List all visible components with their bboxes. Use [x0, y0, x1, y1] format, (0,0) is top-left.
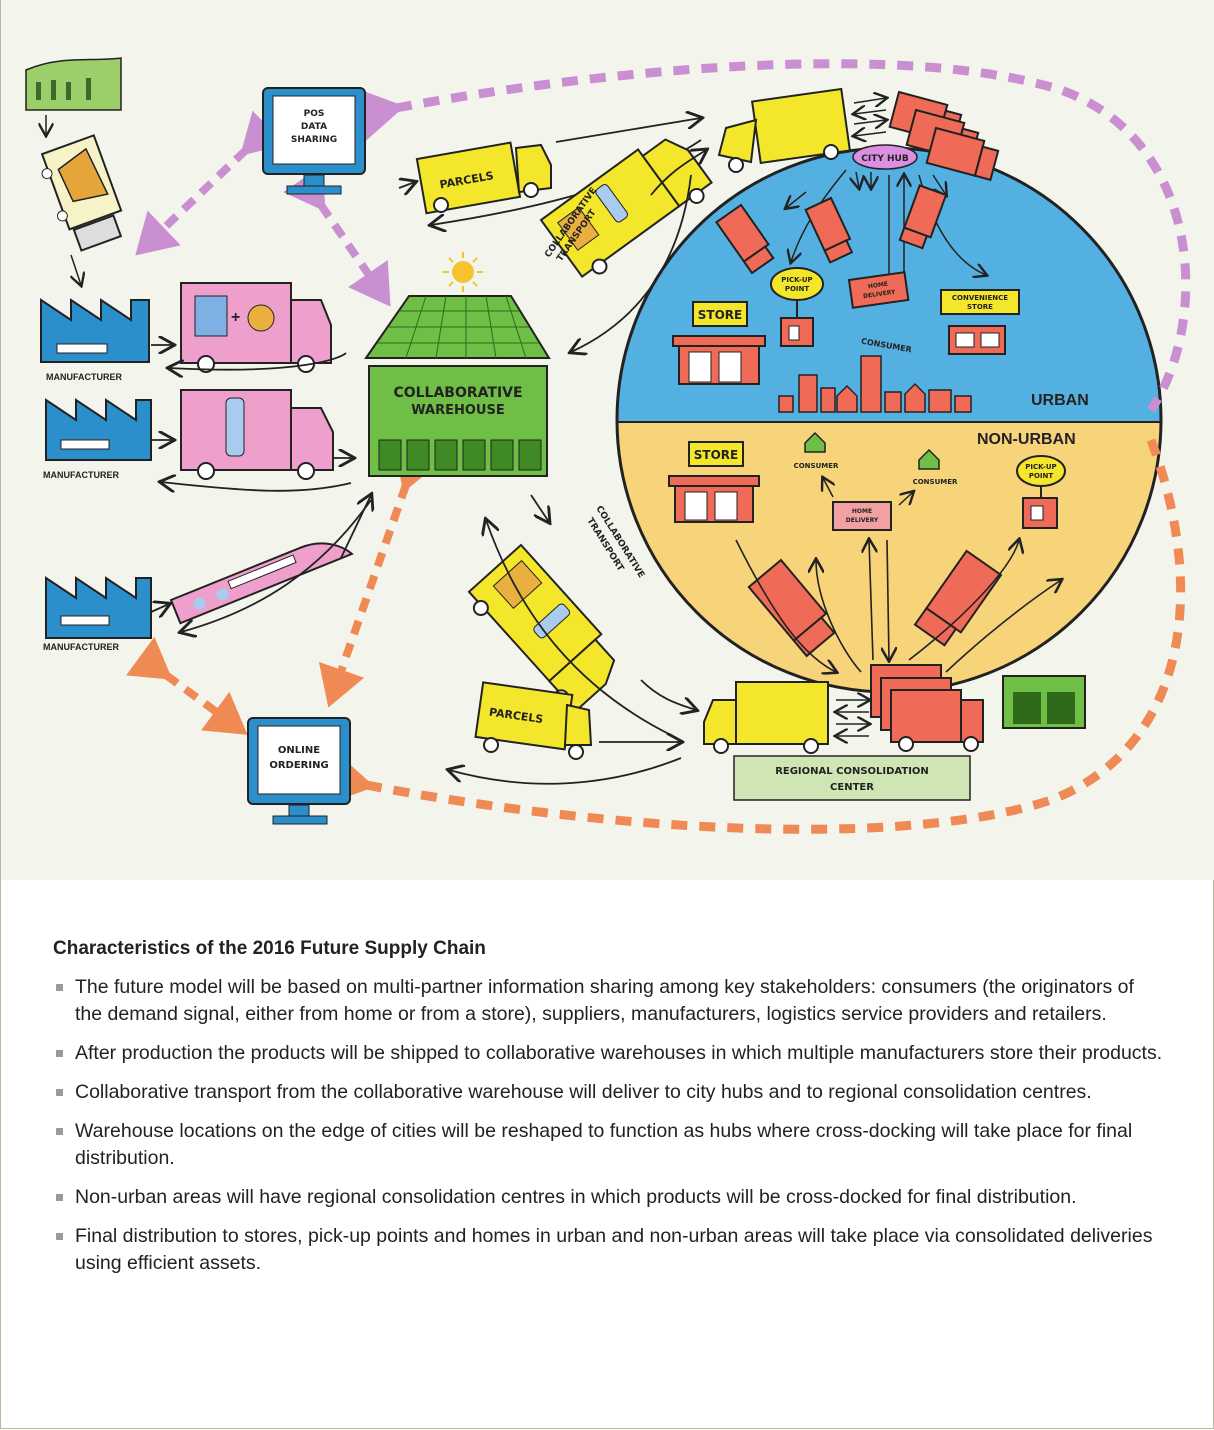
grain-truck-icon: [40, 134, 123, 252]
city-hub-label: CITY HUB: [861, 154, 909, 164]
pink-truck-1: +: [180, 282, 332, 373]
list-item-text: Warehouse locations on the edge of citie…: [75, 1120, 1133, 1169]
regional-label-line1: REGIONAL CONSOLIDATION: [775, 766, 929, 777]
pos-label-line1: POS: [304, 109, 325, 119]
urban-nonurban-globe: [615, 146, 1163, 694]
convenience-label-2: STORE: [967, 303, 993, 311]
home-delivery-nonurban-1: HOME: [852, 508, 872, 515]
pickup-urban-label-1: PICK-UP: [781, 276, 812, 284]
online-ordering-monitor: ONLINE ORDERING: [247, 717, 351, 825]
online-label-line2: ORDERING: [269, 760, 328, 771]
caption-box: Characteristics of the 2016 Future Suppl…: [53, 938, 1163, 1289]
consumer-right-label: CONSUMER: [913, 478, 958, 486]
pickup-urban-label-2: POINT: [785, 285, 810, 293]
list-item: Final distribution to stores, pick-up po…: [53, 1223, 1163, 1277]
list-item-text: The future model will be based on multi-…: [75, 976, 1134, 1025]
svg-text:+: +: [231, 309, 240, 326]
bullet-icon: [56, 1050, 63, 1057]
home-delivery-urban-2: DELIVERY: [863, 289, 897, 301]
train-icon: [169, 542, 354, 625]
home-delivery-nonurban-2: DELIVERY: [846, 517, 879, 524]
diagram-canvas: MANUFACTURER MANUFACTURER MANUFACTURER +: [25, 57, 1191, 834]
list-item: Collaborative transport from the collabo…: [53, 1079, 1163, 1106]
warehouse-label-line2: WAREHOUSE: [411, 403, 504, 418]
city-hub: CITY HUB: [852, 144, 918, 170]
sun-icon: [443, 252, 483, 292]
urban-label: URBAN: [1031, 392, 1089, 409]
manufacturer-label-2: MANUFACTURER: [43, 470, 119, 480]
yellow-truck-city: [717, 87, 886, 173]
list-item: Non-urban areas will have regional conso…: [53, 1184, 1163, 1211]
flow-arrows-left: [150, 345, 371, 632]
list-item: After production the products will be sh…: [53, 1040, 1163, 1067]
list-item-text: After production the products will be sh…: [75, 1042, 1163, 1064]
store-urban-label: STORE: [698, 308, 742, 322]
pickup-nonurban-label-1: PICK-UP: [1025, 463, 1056, 471]
collab-transport-truck-top: COLLABORATIVE TRANSPORT: [539, 138, 713, 352]
red-trucks-city: [888, 90, 1000, 182]
factory-icon-3: MANUFACTURER: [43, 576, 152, 652]
bullet-icon: [56, 1128, 63, 1135]
bullet-icon: [56, 1194, 63, 1201]
bullet-icon: [56, 984, 63, 991]
farm-icon: [25, 57, 122, 135]
info-flow-purple: [135, 59, 1191, 413]
supply-chain-diagram: MANUFACTURER MANUFACTURER MANUFACTURER +: [1, 0, 1214, 880]
warehouse-label-line1: COLLABORATIVE: [393, 385, 522, 401]
regional-label-line2: CENTER: [830, 782, 874, 793]
list-item: The future model will be based on multi-…: [53, 974, 1163, 1028]
characteristics-list: The future model will be based on multi-…: [53, 974, 1163, 1277]
non-urban-label: NON-URBAN: [977, 431, 1076, 448]
pink-truck-2: [180, 389, 334, 480]
list-item-text: Non-urban areas will have regional conso…: [75, 1186, 1077, 1208]
home-delivery-urban-1: HOME: [868, 281, 889, 291]
regional-consolidation-center: REGIONAL CONSOLIDATION CENTER: [703, 664, 1086, 801]
bullet-icon: [56, 1089, 63, 1096]
pos-label-line2: DATA: [301, 122, 327, 132]
urban-elements: STORE PICK-UP POINT HOME DELIVERY CONVEN…: [672, 169, 1089, 448]
factory-icon-2: MANUFACTURER: [43, 398, 152, 480]
pos-label-line3: SHARING: [291, 135, 337, 145]
factory-icon-1: MANUFACTURER: [40, 298, 150, 382]
info-flow-orange: [126, 438, 1186, 834]
manufacturer-label-1: MANUFACTURER: [46, 372, 122, 382]
convenience-label-1: CONVENIENCE: [952, 294, 1008, 302]
list-item: Warehouse locations on the edge of citie…: [53, 1118, 1163, 1172]
caption-title: Characteristics of the 2016 Future Suppl…: [53, 938, 486, 959]
pos-data-sharing-monitor: POS DATA SHARING: [262, 87, 366, 195]
store-nonurban-label: STORE: [694, 448, 738, 462]
non-urban-elements: STORE CONSUMER CONSUMER HOME DELIVERY PI…: [668, 431, 1066, 672]
list-item-text: Collaborative transport from the collabo…: [75, 1081, 1092, 1103]
consumer-left-label: CONSUMER: [794, 462, 839, 470]
collaborative-warehouse: COLLABORATIVE WAREHOUSE: [364, 295, 551, 477]
parcels-truck-bottom: PARCELS: [449, 681, 681, 785]
pickup-nonurban-label-2: POINT: [1029, 472, 1054, 480]
online-label-line1: ONLINE: [278, 745, 320, 756]
list-item-text: Final distribution to stores, pick-up po…: [75, 1225, 1153, 1274]
bullet-icon: [56, 1233, 63, 1240]
manufacturer-label-3: MANUFACTURER: [43, 642, 119, 652]
